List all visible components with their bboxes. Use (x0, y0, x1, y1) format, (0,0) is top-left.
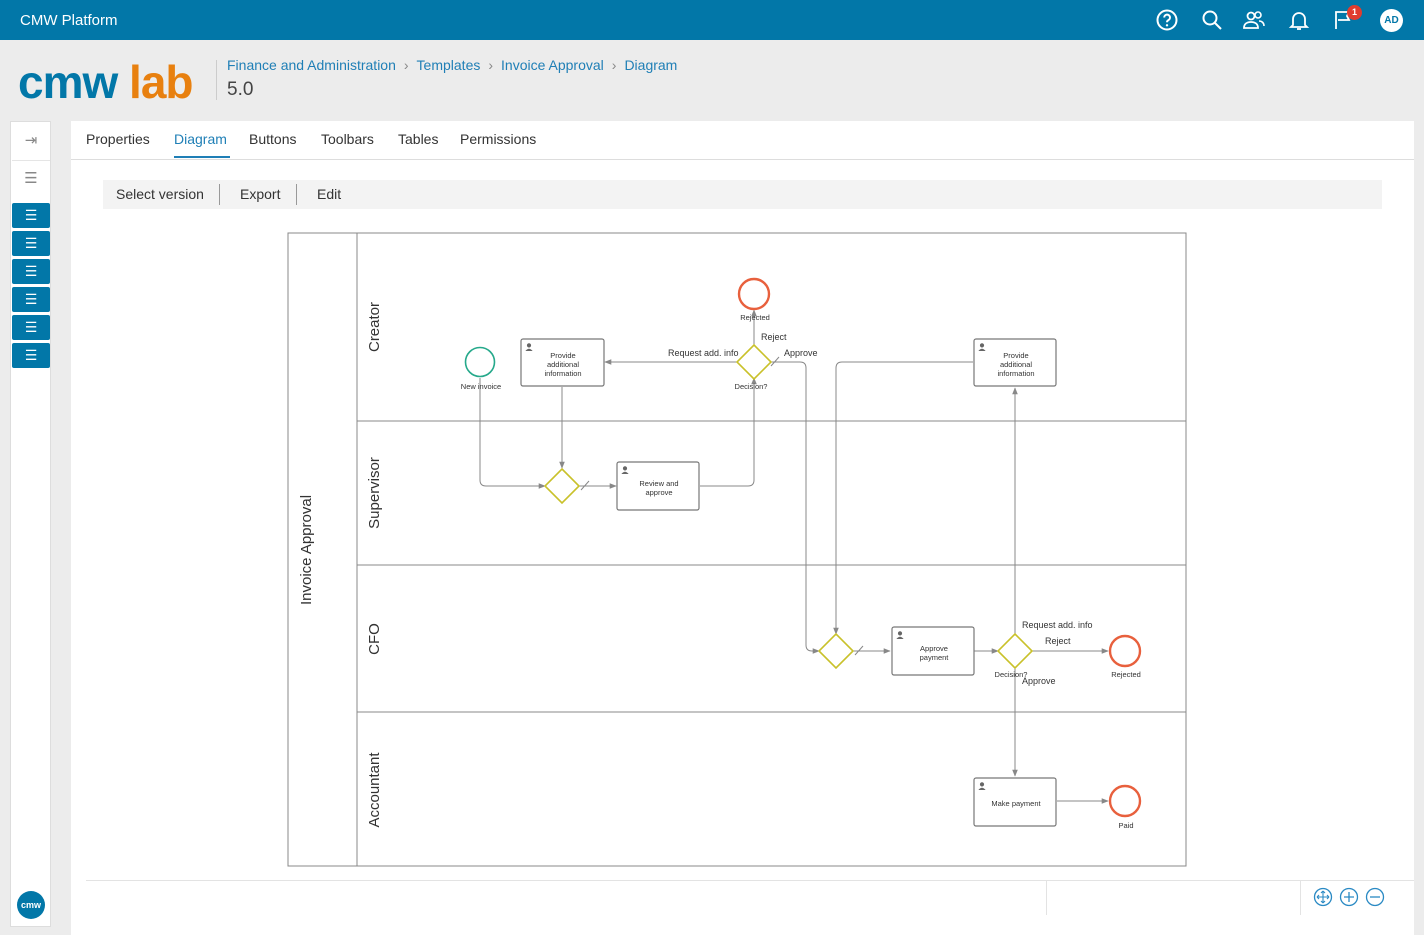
svg-text:Make payment: Make payment (991, 799, 1041, 808)
sidebar-nav-item-6[interactable]: ☰ (12, 343, 50, 368)
task-approve-payment[interactable]: Approve payment (891, 626, 975, 676)
end-event-rejected-cfo[interactable] (1108, 634, 1142, 668)
pool-title: Invoice Approval (298, 495, 315, 605)
svg-text:approve: approve (645, 488, 672, 497)
svg-text:additional: additional (1000, 360, 1032, 369)
task-review-and-approve[interactable]: Review and approve (616, 461, 700, 511)
label-rejected: Rejected (740, 313, 770, 322)
label-paid: Paid (1118, 821, 1133, 830)
task-provide-info-1[interactable]: Provide additional information (520, 338, 605, 387)
lane-title-accountant: Accountant (366, 752, 383, 828)
edit-button[interactable]: Edit (317, 186, 342, 202)
lane-title-supervisor: Supervisor (366, 457, 383, 529)
sidebar-nav-item-1[interactable]: ☰ (12, 203, 50, 228)
chevron-right-icon: › (403, 57, 409, 73)
label-decision-1: Decision? (735, 382, 768, 391)
svg-text:additional: additional (547, 360, 579, 369)
end-event-rejected[interactable] (737, 277, 771, 311)
tab-tables[interactable]: Tables (398, 131, 439, 147)
zoom-in-icon[interactable] (1339, 887, 1359, 907)
sidebar-nav-item-5[interactable]: ☰ (12, 315, 50, 340)
task-provide-info-2[interactable]: Provide additional information (973, 338, 1057, 387)
sequence-flows (479, 309, 1109, 804)
expand-sidebar-icon[interactable]: ⇥ (24, 132, 38, 149)
lane-title-creator: Creator (366, 302, 383, 352)
cmw-lab-logo: cmw lab (18, 56, 194, 108)
gateway-decision-2[interactable] (996, 632, 1034, 670)
fit-icon[interactable] (1313, 887, 1333, 907)
lane-title-cfo: CFO (366, 623, 383, 655)
users-icon[interactable] (1242, 8, 1266, 32)
sidebar: ⇥ ☰ ☰ ☰ ☰ ☰ ☰ ☰ cmw (10, 121, 51, 927)
help-icon[interactable] (1155, 8, 1179, 32)
breadcrumb-templates[interactable]: Templates (416, 57, 481, 73)
select-version-button[interactable]: Select version (116, 186, 204, 202)
edge-label-request-info-2: Request add. info (1022, 620, 1093, 630)
tab-diagram[interactable]: Diagram (174, 131, 227, 147)
avatar[interactable]: AD (1380, 9, 1403, 32)
bell-icon[interactable] (1287, 8, 1311, 32)
app-title[interactable]: CMW Platform (20, 12, 118, 29)
footer-separator (1046, 881, 1047, 915)
tab-properties[interactable]: Properties (86, 131, 150, 147)
start-event-new-invoice[interactable] (464, 346, 496, 378)
svg-text:Provide: Provide (1003, 351, 1028, 360)
active-tab-indicator (174, 156, 230, 158)
edge-label-reject-2: Reject (1045, 636, 1071, 646)
tab-bar: Properties Diagram Buttons Toolbars Tabl… (71, 121, 1414, 160)
edge-label-request-info-1: Request add. info (668, 348, 739, 358)
gateway-cfo-join[interactable] (817, 632, 855, 670)
label-decision-2: Decision? (995, 670, 1028, 679)
search-icon[interactable] (1200, 8, 1224, 32)
end-event-paid[interactable] (1108, 784, 1142, 818)
gateway-decision-1[interactable] (735, 343, 773, 381)
header-divider (216, 60, 217, 100)
notification-badge: 1 (1347, 5, 1362, 20)
chevron-right-icon: › (611, 57, 617, 73)
breadcrumb-diagram[interactable]: Diagram (624, 57, 678, 73)
svg-text:payment: payment (920, 653, 950, 662)
breadcrumb-finance[interactable]: Finance and Administration (227, 57, 396, 73)
breadcrumb: Finance and Administration › Templates › Inv… (227, 57, 677, 73)
flow-provide-info2-to-cfo-join (833, 361, 973, 635)
flow-new-invoice-to-join (479, 378, 546, 489)
svg-text:information: information (544, 369, 581, 378)
label-new-invoice: New invoice (461, 382, 501, 391)
flow-review-to-decision (700, 377, 757, 487)
edge-label-approve-2: Approve (1022, 676, 1056, 686)
svg-text:Provide: Provide (550, 351, 575, 360)
top-bar: CMW Platform 1 AD (0, 0, 1424, 40)
pool (287, 232, 1187, 867)
checklist-icon[interactable]: ☰ (12, 160, 50, 196)
gateway-supervisor-join[interactable] (543, 467, 581, 505)
edge-label-approve-1: Approve (784, 348, 818, 358)
chevron-right-icon: › (488, 57, 494, 73)
sidebar-nav-item-4[interactable]: ☰ (12, 287, 50, 312)
toolbar-divider (296, 184, 297, 205)
toolbar-divider (219, 184, 220, 205)
export-button[interactable]: Export (240, 186, 281, 202)
default-flow-marks (580, 356, 864, 656)
svg-text:Approve: Approve (920, 644, 948, 653)
sidebar-nav-item-3[interactable]: ☰ (12, 259, 50, 284)
sidebar-nav-item-2[interactable]: ☰ (12, 231, 50, 256)
tab-buttons[interactable]: Buttons (249, 131, 297, 147)
footer-separator (1300, 881, 1301, 915)
task-make-payment[interactable]: Make payment (973, 777, 1057, 827)
cmw-small-logo[interactable]: cmw (17, 891, 45, 919)
diagram-toolbar: Select version Export Edit (103, 180, 1382, 209)
label-rejected-cfo: Rejected (1111, 670, 1141, 679)
tab-toolbars[interactable]: Toolbars (321, 131, 374, 147)
footer-divider (86, 880, 1414, 881)
tab-permissions[interactable]: Permissions (460, 131, 537, 147)
svg-text:information: information (997, 369, 1034, 378)
flow-approve-to-cfo (771, 361, 820, 654)
edge-label-reject-1: Reject (761, 332, 787, 342)
version-label: 5.0 (227, 79, 254, 100)
svg-text:Review and: Review and (639, 479, 678, 488)
zoom-out-icon[interactable] (1365, 887, 1385, 907)
breadcrumb-invoice-approval[interactable]: Invoice Approval (501, 57, 604, 73)
